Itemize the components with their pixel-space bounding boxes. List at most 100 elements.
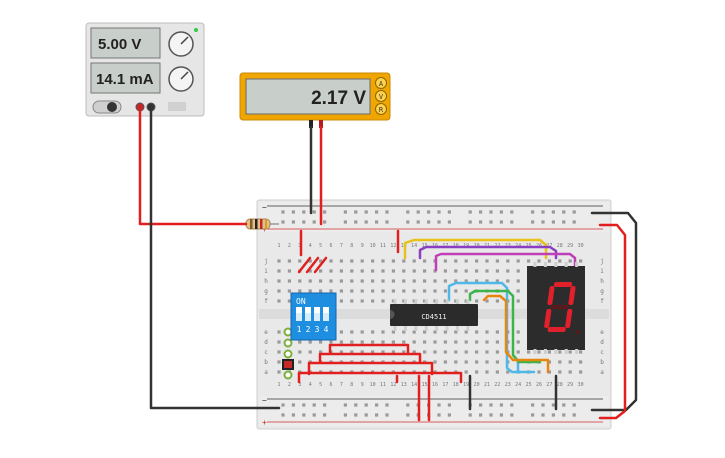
breadboard-hole[interactable] [475, 269, 479, 273]
breadboard-hole[interactable] [412, 259, 416, 263]
rail-hole[interactable] [468, 413, 472, 417]
breadboard-hole[interactable] [558, 370, 562, 374]
rail-hole[interactable] [323, 413, 327, 417]
breadboard-hole[interactable] [319, 269, 323, 273]
breadboard-hole[interactable] [433, 340, 437, 344]
breadboard-hole[interactable] [423, 279, 427, 283]
breadboard-hole[interactable] [329, 279, 333, 283]
breadboard-hole[interactable] [381, 289, 385, 293]
breadboard-hole[interactable] [475, 340, 479, 344]
rail-hole[interactable] [354, 220, 358, 224]
breadboard-hole[interactable] [339, 289, 343, 293]
breadboard-hole[interactable] [464, 279, 468, 283]
breadboard-hole[interactable] [454, 299, 458, 303]
breadboard-hole[interactable] [475, 259, 479, 263]
breadboard-hole[interactable] [516, 340, 520, 344]
rail-hole[interactable] [479, 210, 483, 214]
breadboard-hole[interactable] [527, 259, 531, 263]
rail-hole[interactable] [531, 220, 535, 224]
rail-hole[interactable] [385, 220, 389, 224]
breadboard-hole[interactable] [475, 330, 479, 334]
breadboard-hole[interactable] [475, 299, 479, 303]
breadboard-hole[interactable] [454, 360, 458, 364]
breadboard-hole[interactable] [402, 269, 406, 273]
breadboard-hole[interactable] [443, 330, 447, 334]
breadboard-hole[interactable] [287, 299, 291, 303]
breadboard-hole[interactable] [485, 360, 489, 364]
rail-hole[interactable] [541, 210, 545, 214]
breadboard-hole[interactable] [495, 360, 499, 364]
mode-ammeter-button[interactable]: A [375, 77, 387, 89]
breadboard-hole[interactable] [298, 289, 302, 293]
breadboard-hole[interactable] [371, 289, 375, 293]
rail-hole[interactable] [541, 220, 545, 224]
breadboard-hole[interactable] [371, 299, 375, 303]
breadboard-hole[interactable] [443, 289, 447, 293]
rail-hole[interactable] [291, 220, 295, 224]
breadboard-hole[interactable] [402, 330, 406, 334]
breadboard-hole[interactable] [495, 269, 499, 273]
breadboard-hole[interactable] [475, 370, 479, 374]
breadboard-hole[interactable] [360, 259, 364, 263]
breadboard-hole[interactable] [298, 279, 302, 283]
breadboard-hole[interactable] [485, 269, 489, 273]
breadboard-hole[interactable] [454, 350, 458, 354]
breadboard-hole[interactable] [495, 340, 499, 344]
breadboard-hole[interactable] [433, 289, 437, 293]
breadboard-hole[interactable] [516, 289, 520, 293]
rail-hole[interactable] [364, 210, 368, 214]
dip-toggle-3[interactable] [314, 307, 320, 321]
breadboard-hole[interactable] [423, 289, 427, 293]
breadboard-hole[interactable] [339, 340, 343, 344]
breadboard-hole[interactable] [495, 330, 499, 334]
rail-hole[interactable] [385, 210, 389, 214]
rail-hole[interactable] [343, 413, 347, 417]
rail-hole[interactable] [541, 413, 545, 417]
breadboard-hole[interactable] [391, 259, 395, 263]
dip-toggle-4[interactable] [323, 307, 329, 321]
dip-toggle-2[interactable] [305, 307, 311, 321]
breadboard-hole[interactable] [371, 330, 375, 334]
breadboard-hole[interactable] [277, 340, 281, 344]
breadboard-hole[interactable] [433, 330, 437, 334]
breadboard-hole[interactable] [339, 299, 343, 303]
rail-hole[interactable] [343, 210, 347, 214]
breadboard-hole[interactable] [381, 279, 385, 283]
rail-hole[interactable] [562, 210, 566, 214]
breadboard-hole[interactable] [308, 340, 312, 344]
rail-hole[interactable] [354, 413, 358, 417]
breadboard-hole[interactable] [402, 289, 406, 293]
breadboard-hole[interactable] [391, 269, 395, 273]
breadboard-hole[interactable] [495, 350, 499, 354]
rail-hole[interactable] [354, 403, 358, 407]
breadboard-hole[interactable] [485, 340, 489, 344]
breadboard-hole[interactable] [443, 340, 447, 344]
rail-hole[interactable] [427, 210, 431, 214]
breadboard-hole[interactable] [443, 279, 447, 283]
breadboard-hole[interactable] [381, 269, 385, 273]
breadboard-hole[interactable] [287, 279, 291, 283]
rail-hole[interactable] [551, 403, 555, 407]
rail-hole[interactable] [499, 413, 503, 417]
breadboard-hole[interactable] [464, 299, 468, 303]
breadboard-hole[interactable] [475, 350, 479, 354]
rail-hole[interactable] [312, 403, 316, 407]
power-supply[interactable]: 5.00 V 14.1 mA [85, 22, 205, 117]
breadboard-hole[interactable] [277, 279, 281, 283]
rail-hole[interactable] [437, 210, 441, 214]
breadboard-hole[interactable] [443, 350, 447, 354]
rail-hole[interactable] [291, 210, 295, 214]
breadboard-hole[interactable] [277, 289, 281, 293]
breadboard-hole[interactable] [516, 269, 520, 273]
breadboard-hole[interactable] [568, 370, 572, 374]
rail-hole[interactable] [281, 403, 285, 407]
breadboard-hole[interactable] [329, 259, 333, 263]
breadboard-hole[interactable] [454, 289, 458, 293]
dip-toggle-1[interactable] [296, 307, 302, 321]
breadboard-hole[interactable] [412, 289, 416, 293]
breadboard-hole[interactable] [433, 360, 437, 364]
breadboard-hole[interactable] [454, 330, 458, 334]
rail-hole[interactable] [447, 210, 451, 214]
breadboard-hole[interactable] [402, 350, 406, 354]
rail-hole[interactable] [468, 220, 472, 224]
